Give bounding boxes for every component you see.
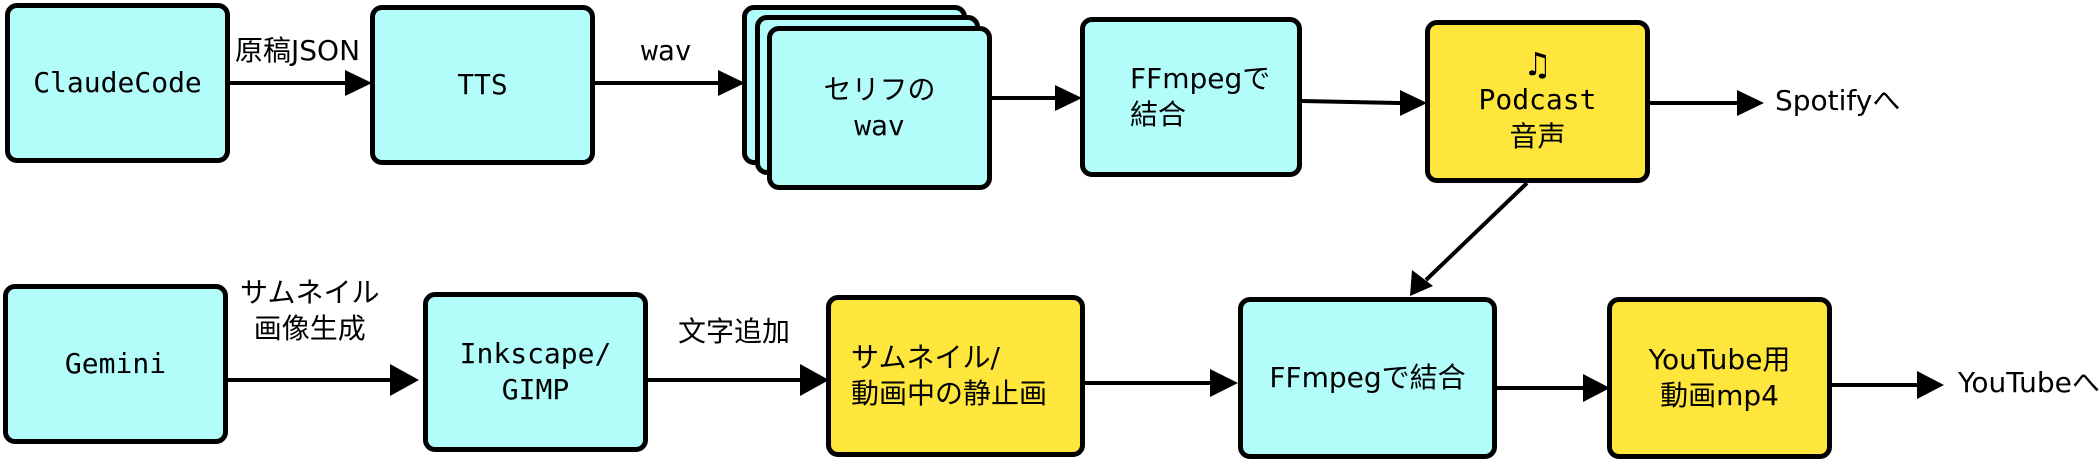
ffmpeg-concat-box: FFmpegで 結合 xyxy=(1080,17,1302,177)
serif-wav-line1: セリフの xyxy=(823,72,936,106)
thumbnail-still-box: サムネイル/ 動画中の静止画 xyxy=(826,295,1085,457)
podcast-line2: 音声 xyxy=(1509,119,1566,153)
ffmpeg-concat-final-label: FFmpegで結合 xyxy=(1269,360,1466,394)
tts-box: TTS xyxy=(370,5,595,165)
edge-label-thumbnail-gen: サムネイル 画像生成 xyxy=(240,275,379,348)
gemini-box: Gemini xyxy=(3,284,228,444)
serif-wav-line2: wav xyxy=(854,109,905,142)
thumb-still-line1: サムネイル/ xyxy=(851,340,1000,374)
thumb-still-line2: 動画中の静止画 xyxy=(851,377,1048,410)
inkscape-line2: GIMP xyxy=(501,373,570,406)
tts-label: TTS xyxy=(457,67,508,101)
claudecode-box: ClaudeCode xyxy=(5,3,230,163)
youtube-mp4-box: YouTube用 動画mp4 xyxy=(1607,297,1832,459)
podcast-line1: Podcast xyxy=(1478,83,1597,117)
arrow-ffmpeg-to-podcast xyxy=(1301,99,1401,105)
gemini-label: Gemini xyxy=(64,346,167,380)
serif-wav-box: セリフの wav xyxy=(767,26,992,190)
arrow-podcast-to-ffmpeg2 xyxy=(1424,181,1529,282)
edge-label-genko-json: 原稿JSON xyxy=(235,34,361,67)
edge-thumb-line1: サムネイル xyxy=(240,276,380,309)
claudecode-label: ClaudeCode xyxy=(33,65,202,99)
youtube-mp4-line1: YouTube用 xyxy=(1648,342,1791,376)
ffmpeg-concat-line2: 結合 xyxy=(1130,98,1187,131)
spotify-destination: Spotifyへ xyxy=(1775,84,1901,117)
ffmpeg-concat-final-box: FFmpegで結合 xyxy=(1238,297,1497,459)
podcast-audio-box: ♫ Podcast 音声 xyxy=(1425,20,1650,183)
edge-thumb-line2: 画像生成 xyxy=(253,312,366,346)
music-note-icon: ♫ xyxy=(1527,45,1548,86)
ffmpeg-concat-line1: FFmpegで xyxy=(1130,61,1271,95)
youtube-mp4-line2: 動画mp4 xyxy=(1660,379,1779,412)
inkscape-gimp-box: Inkscape/ GIMP xyxy=(423,292,648,452)
youtube-destination: YouTubeへ xyxy=(1958,366,2100,399)
edge-label-add-text: 文字追加 xyxy=(678,315,791,348)
edge-label-wav: wav xyxy=(641,34,692,67)
inkscape-line1: Inkscape/ xyxy=(459,336,612,370)
